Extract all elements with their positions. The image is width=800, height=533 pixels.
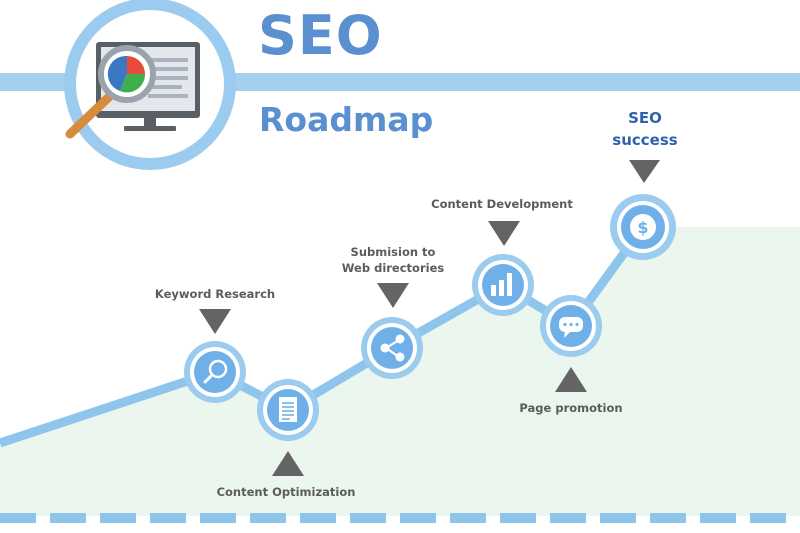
label-line: SEO [628,109,662,127]
node-seo-success: $ [610,194,676,260]
header-emblem [64,0,236,170]
label-seo-success: SEO success [612,107,677,151]
label-keyword-research: Keyword Research [155,286,275,302]
magnifier-icon [203,359,228,384]
node-page-promotion [540,295,602,357]
label-line: Web directories [341,261,445,275]
label-content-optimization: Content Optimization [217,484,356,500]
node-content-development [472,254,534,316]
label-line: Content Optimization [216,485,356,499]
label-line: Page promotion [519,401,623,415]
share-icon [380,334,405,362]
pointer-web-directories [377,283,409,308]
label-line: Keyword Research [154,287,276,301]
node-web-directories [361,317,423,379]
label-line: success [612,131,678,149]
svg-text:$: $ [637,218,648,237]
pointer-content-optimization [272,451,304,476]
label-page-promotion: Page promotion [519,400,622,416]
label-line: Submision to [350,245,436,259]
magnifier-pie-icon [65,45,156,139]
title-roadmap: Roadmap [259,100,434,139]
document-icon [279,397,297,422]
pointer-seo-success [629,160,660,183]
pointer-content-development [488,221,520,246]
label-content-development: Content Development [431,196,573,212]
label-line: Content Development [431,197,573,211]
dollar-coin-icon: $ [630,214,656,240]
node-content-optimization [257,379,319,441]
pointer-page-promotion [555,367,587,392]
pointer-keyword-research [199,309,231,334]
title-seo: SEO [258,4,383,67]
node-keyword-research [184,341,246,403]
bar-chart-icon [491,273,512,296]
label-web-directories: Submision to Web directories [342,244,444,276]
speech-bubble-icon [559,317,583,338]
